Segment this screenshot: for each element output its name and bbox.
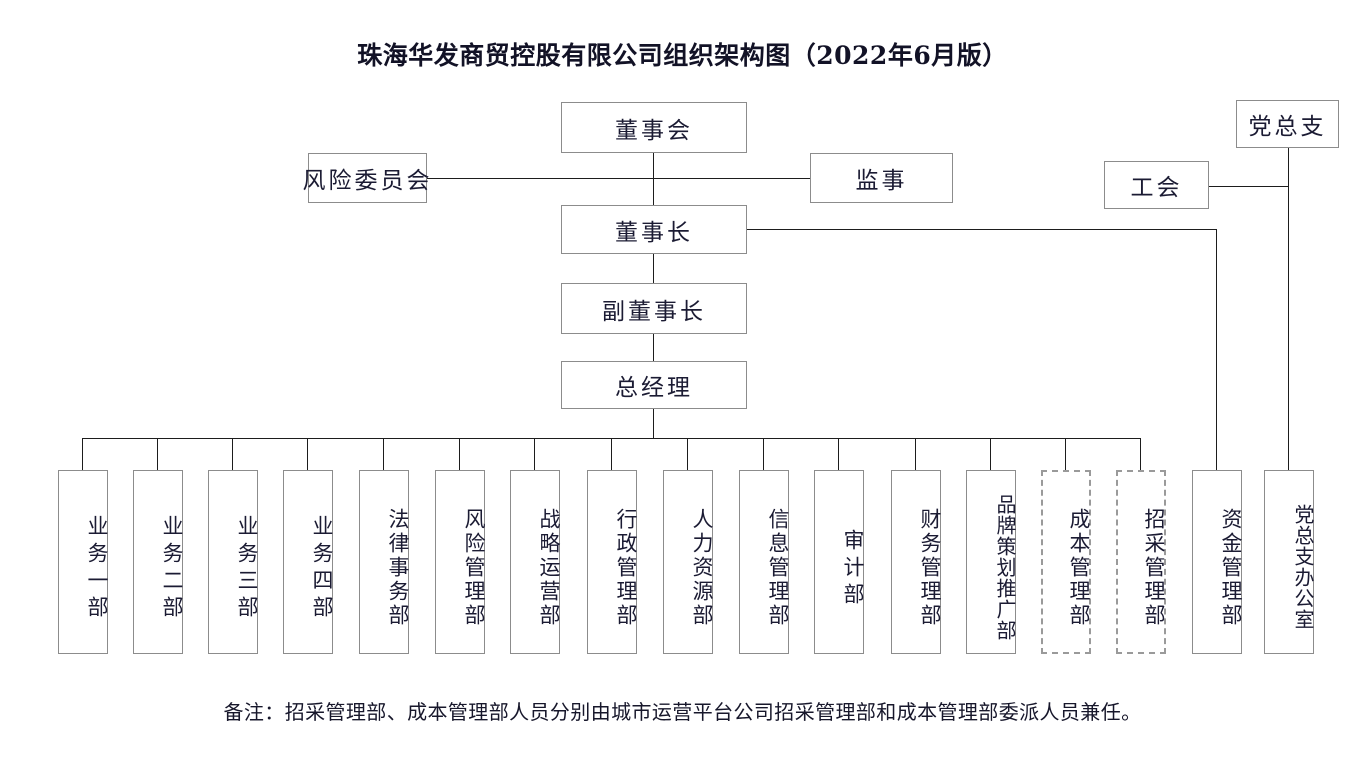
footnote-text: 备注：招采管理部、成本管理部人员分别由城市运营平台公司招采管理部和成本管理部委派…: [223, 700, 1142, 724]
dept-label: 招采管理部: [1142, 508, 1166, 628]
dept-label: 党总支办公室: [1291, 504, 1315, 630]
dept-label: 业务四部: [310, 515, 334, 623]
dept-label: 审计部: [841, 528, 865, 610]
dept-label: 品牌策划推广部: [993, 493, 1017, 641]
dept-box-12[interactable]: 品牌策划推广部: [966, 470, 1017, 654]
connector-chairman-to-vice-chairman: [653, 254, 654, 284]
node-supervisor[interactable]: 监事: [810, 153, 953, 203]
connector-union-to-party-branch: [1209, 186, 1289, 187]
dept-box-2[interactable]: 业务三部: [208, 470, 259, 654]
connector-bus-to-dept-10: [838, 438, 839, 471]
dept-label: 业务一部: [85, 515, 109, 623]
dept-label: 成本管理部: [1067, 508, 1091, 628]
dept-box-0[interactable]: 业务一部: [58, 470, 109, 654]
node-label: 风险委员会: [302, 168, 433, 194]
connector-bus-to-dept-7: [611, 438, 612, 471]
node-label: 工会: [1130, 175, 1183, 201]
dept-box-4[interactable]: 法律事务部: [359, 470, 410, 654]
dept-label: 人力资源部: [690, 508, 714, 628]
connector-risk-committee-to-supervisor: [427, 178, 810, 179]
connector-board-to-chairman: [653, 153, 654, 206]
dept-label: 战略运营部: [537, 508, 561, 628]
dept-box-9[interactable]: 信息管理部: [739, 470, 790, 654]
dept-box-8[interactable]: 人力资源部: [663, 470, 714, 654]
node-labor-union[interactable]: 工会: [1104, 161, 1209, 209]
node-label: 副董事长: [602, 298, 706, 325]
node-label: 董事会: [615, 117, 693, 144]
dept-label: 风险管理部: [462, 508, 486, 628]
dept-box-7[interactable]: 行政管理部: [587, 470, 638, 654]
node-label: 总经理: [615, 375, 693, 401]
connector-bus-to-dept-8: [687, 438, 688, 471]
connector-bus-to-dept-6: [534, 438, 535, 471]
connector-bus-to-dept-1: [157, 438, 158, 471]
connector-bus-to-dept-5: [459, 438, 460, 471]
node-label: 监事: [855, 168, 908, 194]
connector-chairman-to-treasury-horizontal: [747, 229, 1217, 230]
node-chairman[interactable]: 董事长: [561, 205, 747, 254]
connector-bus-to-dept-13: [1065, 438, 1066, 471]
dept-label: 行政管理部: [614, 508, 638, 628]
connector-bus-to-dept-0: [82, 438, 83, 471]
dept-label: 资金管理部: [1219, 508, 1243, 628]
connector-bus-to-dept-2: [232, 438, 233, 471]
connector-bus-to-dept-9: [763, 438, 764, 471]
node-board-of-directors[interactable]: 董事会: [561, 102, 747, 153]
dept-box-5[interactable]: 风险管理部: [435, 470, 486, 654]
dept-box-1[interactable]: 业务二部: [133, 470, 184, 654]
node-label: 党总支: [1248, 114, 1327, 140]
dept-box-14[interactable]: 招采管理部: [1116, 470, 1166, 654]
dept-label: 业务二部: [160, 515, 184, 623]
connector-vice-chairman-to-general-manager: [653, 334, 654, 362]
node-party-branch[interactable]: 党总支: [1236, 100, 1339, 148]
dept-box-10[interactable]: 审计部: [814, 470, 865, 654]
node-general-manager[interactable]: 总经理: [561, 361, 747, 409]
dept-box-6[interactable]: 战略运营部: [510, 470, 561, 654]
node-vice-chairman[interactable]: 副董事长: [561, 283, 747, 334]
connector-bus-to-dept-3: [307, 438, 308, 471]
connector-general-manager-to-bus: [653, 409, 654, 439]
connector-party-branch-spine: [1288, 148, 1289, 471]
dept-box-3[interactable]: 业务四部: [283, 470, 334, 654]
connector-chairman-to-treasury-vertical: [1216, 229, 1217, 471]
connector-bus-to-dept-11: [915, 438, 916, 471]
dept-box-11[interactable]: 财务管理部: [891, 470, 942, 654]
connector-bus-to-dept-4: [383, 438, 384, 471]
dept-box-16[interactable]: 党总支办公室: [1264, 470, 1315, 654]
node-risk-committee[interactable]: 风险委员会: [303, 153, 430, 203]
connector-bus-to-dept-14: [1140, 438, 1141, 471]
dept-label: 法律事务部: [386, 508, 410, 628]
dept-box-13[interactable]: 成本管理部: [1041, 470, 1091, 654]
connector-bus-to-dept-12: [990, 438, 991, 471]
dept-label: 业务三部: [235, 515, 259, 623]
dept-label: 信息管理部: [766, 508, 790, 628]
dept-box-15[interactable]: 资金管理部: [1192, 470, 1243, 654]
page-title: 珠海华发商贸控股有限公司组织架构图（2022年6月版）: [357, 41, 1008, 70]
dept-label: 财务管理部: [918, 508, 942, 628]
node-label: 董事长: [615, 219, 693, 246]
